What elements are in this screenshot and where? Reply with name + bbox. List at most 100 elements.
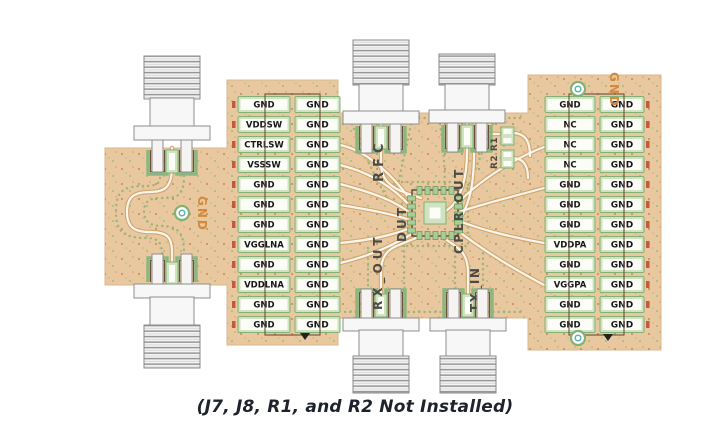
- header-pad-label: VDDPA: [554, 241, 587, 251]
- header-pad-label: GND: [306, 301, 328, 311]
- dut-pins: [407, 186, 463, 240]
- header-pad-plate: [547, 119, 593, 130]
- header-pad-plate: [602, 179, 642, 190]
- pad-end-mark: [646, 261, 650, 268]
- header-pad-plate: [240, 319, 288, 330]
- header-pad-plate: [547, 259, 593, 270]
- pad-end-mark: [646, 181, 650, 188]
- header-pad-label: GND: [611, 321, 633, 331]
- dut-footprint: [407, 186, 463, 240]
- header-outline-left: [264, 93, 321, 336]
- pad-end-mark: [232, 181, 236, 188]
- header-pad-label: NC: [563, 121, 576, 131]
- header-outline-right: [568, 93, 625, 336]
- silk-label-cplr-out: CPLR OUT: [452, 167, 466, 254]
- figure-caption: (J7, J8, R1, and R2 Not Installed): [196, 397, 514, 417]
- header-pad-label: CTRLSW: [244, 141, 284, 151]
- header-pad-plate: [240, 219, 288, 230]
- header-pad-label: GND: [559, 321, 580, 331]
- header-pad-label: GND: [611, 221, 633, 231]
- header-pad-plate: [547, 99, 593, 110]
- header-pad-plate: [547, 299, 593, 310]
- header-pad-label: NC: [563, 141, 576, 151]
- header-pad-label: VGGPA: [554, 281, 587, 291]
- header-pad-label: GND: [611, 261, 633, 271]
- header-pad-label: GND: [253, 181, 274, 191]
- pad-end-mark: [646, 321, 650, 328]
- header-pad-label: GND: [559, 101, 580, 111]
- header-pad-label: NC: [563, 161, 576, 171]
- header-pad-label: GND: [253, 101, 274, 111]
- silk-label-r2-r1: R2 R1: [490, 137, 500, 169]
- header-pad-plate: [547, 239, 593, 250]
- header-pad-plate: [547, 319, 593, 330]
- connector-center-pins: [165, 124, 475, 318]
- header-pad-label: GND: [306, 161, 328, 171]
- sma-connector-rx-out: [342, 288, 420, 394]
- header-pad-label: GND: [253, 221, 274, 231]
- header-pad-label: GND: [253, 321, 274, 331]
- header-pad-label: GND: [253, 201, 274, 211]
- pad-end-mark: [232, 261, 236, 268]
- header-pad-plate: [602, 279, 642, 290]
- header-pad-label: GND: [559, 301, 580, 311]
- header-pad-plate: [297, 279, 338, 290]
- header-pad-label: GND: [611, 201, 633, 211]
- header-pad-label: GND: [611, 141, 633, 151]
- r2-footprint: [500, 149, 515, 169]
- header-pad-plate: [240, 99, 288, 110]
- pad-end-mark: [646, 141, 650, 148]
- pad-end-mark: [646, 201, 650, 208]
- header-pad-plate: [602, 299, 642, 310]
- header-pad-plate: [602, 99, 642, 110]
- header-pad-plate: [602, 139, 642, 150]
- header-pad-plate: [602, 319, 642, 330]
- header-pad-plate: [240, 279, 288, 290]
- header-pad-plate: [602, 259, 642, 270]
- header-pad-plate: [547, 159, 593, 170]
- pad-end-mark: [232, 301, 236, 308]
- header-pad-plate: [547, 279, 593, 290]
- header-pad-label: GND: [611, 161, 633, 171]
- header-pad-label: GND: [306, 221, 328, 231]
- silk-label-dut: DUT: [395, 205, 409, 242]
- header-pad-plate: [602, 119, 642, 130]
- header-pad-plate: [602, 219, 642, 230]
- rf-traces: [124, 120, 547, 321]
- header-pad-plate: [240, 159, 288, 170]
- header-pad-label: GND: [306, 141, 328, 151]
- silk-label-rx-out: RX_OUT: [371, 233, 386, 310]
- sma-connector-top-left-wing: [133, 55, 211, 173]
- r1-footprint: [500, 126, 515, 146]
- pin1-marker-left: [300, 333, 310, 340]
- sma-connector-rfc: [342, 39, 420, 154]
- header-pad-label: GND: [306, 201, 328, 211]
- silk-label-gnd-top-right: GND: [607, 72, 621, 108]
- header-pad-label: GND: [306, 241, 328, 251]
- pad-end-mark: [232, 321, 236, 328]
- header-pad-plate: [240, 179, 288, 190]
- pin1-marker-right: [603, 334, 613, 341]
- ground-vias: [173, 80, 587, 347]
- header-pad-label: GND: [306, 101, 328, 111]
- header-pad-plate: [297, 179, 338, 190]
- header-pad-label: GND: [611, 101, 633, 111]
- header-pad-plate: [297, 199, 338, 210]
- header-pad-label: GND: [559, 181, 580, 191]
- header-pad-label: GND: [611, 121, 633, 131]
- pad-end-mark: [646, 221, 650, 228]
- pad-end-mark: [646, 281, 650, 288]
- header-pad-label: GND: [253, 261, 274, 271]
- header-pad-label: VGGLNA: [244, 241, 284, 251]
- header-pad-label: GND: [611, 241, 633, 251]
- pad-end-mark: [232, 281, 236, 288]
- silk-label-rfc: RFC: [372, 139, 387, 182]
- right-header: GND GND NC GND NC GND NC GND GND GND GND GND GND GND V…: [544, 96, 650, 333]
- header-pad-label: GND: [306, 281, 328, 291]
- header-pad-plate: [240, 299, 288, 310]
- header-pad-label: GND: [306, 261, 328, 271]
- header-pad-plate: [297, 159, 338, 170]
- header-pad-plate: [602, 239, 642, 250]
